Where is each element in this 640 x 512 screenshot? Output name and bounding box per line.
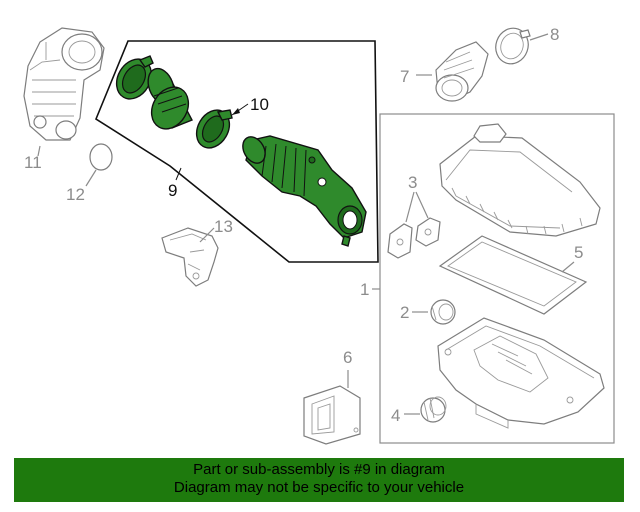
part-8-clamp[interactable]	[491, 24, 533, 69]
part-13-bracket[interactable]	[161, 227, 219, 287]
callout-3: 3	[405, 173, 429, 223]
air-cleaner-cover[interactable]	[439, 123, 601, 237]
svg-text:11: 11	[24, 153, 42, 172]
banner-line-2: Diagram may not be specific to your vehi…	[173, 479, 465, 496]
part-4-mount[interactable]	[420, 396, 447, 423]
callout-11: 11	[24, 145, 42, 172]
callout-13: 13	[199, 217, 233, 243]
callout-6: 6	[343, 348, 352, 388]
svg-text:13: 13	[214, 217, 233, 236]
part-1-group-outline	[379, 113, 615, 444]
svg-text:10: 10	[250, 95, 269, 114]
part-5-filter-element[interactable]	[438, 235, 588, 315]
part-3-clips[interactable]	[387, 217, 441, 259]
part-12-o-ring[interactable]	[89, 143, 113, 171]
callout-1: 1	[360, 280, 380, 299]
svg-text:3: 3	[408, 173, 417, 192]
part-10-clamp[interactable]	[190, 104, 236, 154]
svg-text:9: 9	[168, 181, 177, 200]
callout-2: 2	[400, 303, 428, 322]
banner-line-1: Part or sub-assembly is #9 in diagram	[193, 461, 445, 478]
svg-text:7: 7	[400, 67, 409, 86]
callout-5: 5	[561, 243, 583, 273]
callout-8: 8	[529, 25, 559, 44]
part-6-air-guide[interactable]	[303, 385, 361, 445]
part-9-air-duct[interactable]	[238, 133, 367, 247]
part-2-grommet[interactable]	[430, 299, 456, 325]
air-cleaner-lower-housing[interactable]	[437, 317, 605, 429]
part-7-hose[interactable]	[435, 41, 489, 102]
callout-4: 4	[391, 406, 420, 425]
callout-12: 12	[66, 169, 97, 204]
svg-text:1: 1	[360, 280, 369, 299]
part-9-group-outline	[95, 40, 379, 263]
info-banner: Part or sub-assembly is #9 in diagram Di…	[14, 458, 624, 502]
part-9-clamp-upper[interactable]	[110, 53, 159, 105]
svg-text:4: 4	[391, 406, 400, 425]
svg-text:5: 5	[574, 243, 583, 262]
svg-text:6: 6	[343, 348, 352, 367]
part-11-intake-housing[interactable]	[23, 27, 105, 141]
callout-9: 9	[168, 167, 182, 200]
svg-text:8: 8	[550, 25, 559, 44]
part-9-connector-sleeve[interactable]	[144, 65, 196, 136]
callout-10: 10	[231, 95, 269, 116]
callout-7: 7	[400, 67, 432, 86]
svg-text:2: 2	[400, 303, 409, 322]
svg-text:12: 12	[66, 185, 85, 204]
